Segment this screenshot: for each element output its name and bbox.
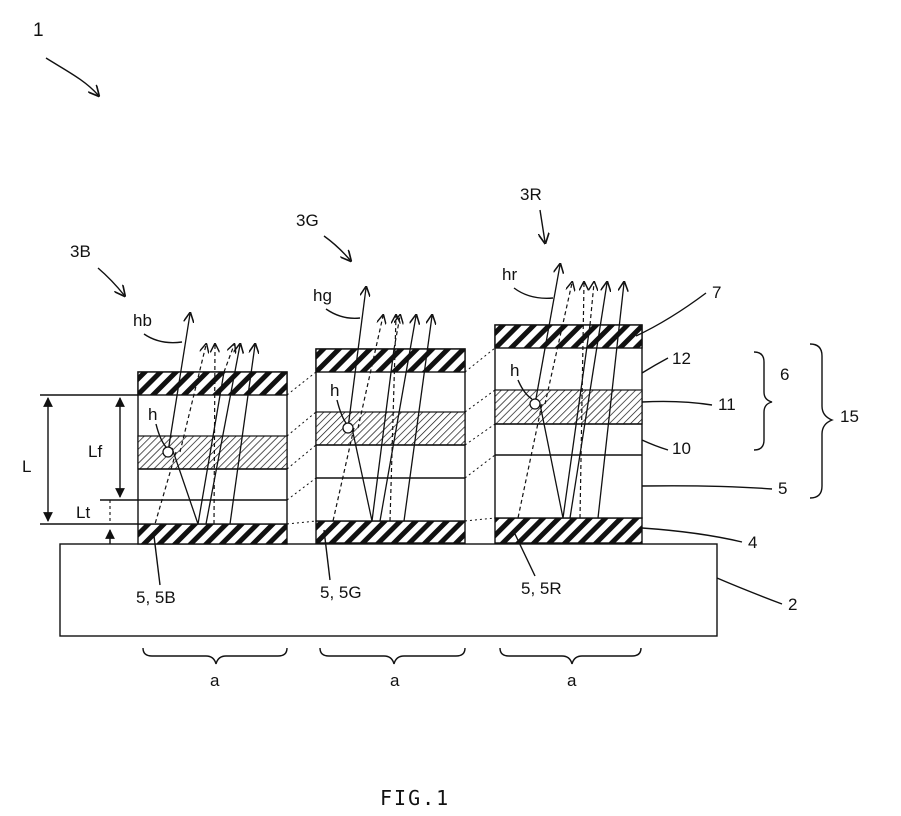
sub-r-label: 5, 5R [521, 579, 562, 598]
ref-7-leader [636, 293, 706, 336]
ref-11-leader [642, 401, 712, 405]
ref-5-leader [642, 486, 772, 489]
hole-marker-g [343, 423, 353, 433]
pixel-b-label: 3B [70, 242, 91, 261]
width-a-1: a [210, 671, 220, 690]
device-leader-arrow [46, 58, 98, 95]
width-brace-2 [320, 648, 465, 664]
semi-transparent-electrode-r [495, 325, 642, 348]
emitting-layer-r [495, 390, 642, 424]
brace-6 [754, 352, 772, 450]
reflective-electrode-g [316, 521, 465, 543]
light-b-label: hb [133, 311, 152, 330]
figure-caption: FIG.1 [380, 786, 450, 810]
light-r-leader [514, 288, 553, 298]
semi-transparent-electrode-g [316, 349, 465, 372]
pixel-3g [316, 288, 465, 543]
ray-r-d3 [590, 283, 594, 325]
hole-marker-r [530, 399, 540, 409]
pixel-g-label: 3G [296, 211, 319, 230]
ray-b-d3 [224, 345, 234, 372]
ref-12-leader [642, 358, 668, 373]
ref-4-leader [642, 528, 742, 542]
emitting-layer-g [316, 412, 465, 445]
hole-g-label: h [330, 381, 339, 400]
reflective-electrode-b [138, 524, 287, 544]
hole-b-label: h [148, 405, 157, 424]
device-label: 1 [33, 20, 44, 41]
ref-6-label: 6 [780, 365, 789, 384]
sub-b-label: 5, 5B [136, 588, 176, 607]
hole-r-label: h [510, 361, 519, 380]
width-brace-1 [143, 648, 287, 664]
ref-15-label: 15 [840, 407, 859, 426]
ref-11-label: 11 [718, 395, 736, 414]
width-a-3: a [567, 671, 577, 690]
dim-lf-label: Lf [88, 442, 102, 461]
dim-l-label: L [22, 457, 31, 476]
hole-marker-b [163, 447, 173, 457]
light-g-leader [326, 309, 360, 318]
ref-2-leader [717, 578, 782, 604]
sub-g-label: 5, 5G [320, 583, 362, 602]
ref-10-leader [642, 440, 668, 450]
ref-2-label: 2 [788, 595, 797, 614]
dim-lt-label: Lt [76, 503, 90, 522]
ref-10-label: 10 [672, 439, 691, 458]
pixel-3b [138, 314, 287, 544]
pixel-b-leader [98, 268, 124, 295]
width-a-2: a [390, 671, 400, 690]
ref-7-label: 7 [712, 283, 721, 302]
width-brace-3 [500, 648, 641, 664]
light-b-leader [144, 334, 182, 343]
ref-5-label: 5 [778, 479, 787, 498]
semi-transparent-electrode-b [138, 372, 287, 395]
brace-15 [810, 344, 832, 498]
pixel-r-label: 3R [520, 185, 542, 204]
light-g-label: hg [313, 286, 332, 305]
light-r-label: hr [502, 265, 517, 284]
pixel-r-leader [540, 210, 545, 242]
ref-4-label: 4 [748, 533, 757, 552]
ref-12-label: 12 [672, 349, 691, 368]
pixel-g-leader [324, 236, 350, 260]
pixel-3r [495, 265, 642, 543]
